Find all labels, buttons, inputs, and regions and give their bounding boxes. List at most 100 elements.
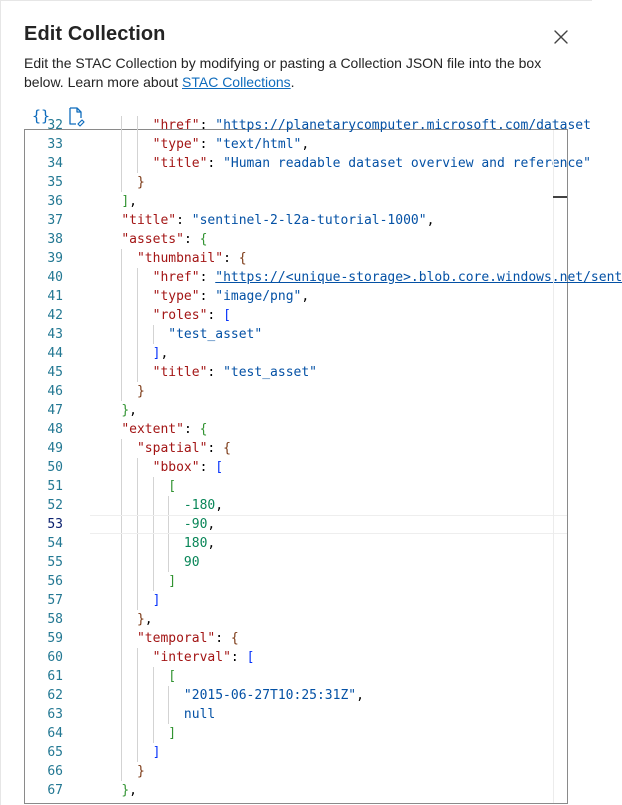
code-line[interactable]: 33 "type": "text/html", [25,135,567,154]
code-line[interactable]: 36 ], [25,192,567,211]
line-number: 60 [47,650,63,665]
code-line[interactable]: 51 [ [25,477,567,496]
code-line[interactable]: 49 "spatial": { [25,439,567,458]
indent-guide [121,287,123,306]
code-line[interactable]: 56 ] [25,572,567,591]
line-number: 58 [47,612,63,627]
json-key: "title" [121,213,177,228]
json-punctuation: : [215,631,231,646]
json-punctuation: : [199,289,216,304]
indent-guide [121,116,123,135]
code-line[interactable]: 62 "2015-06-27T10:25:31Z", [25,686,567,705]
code-line[interactable]: 52 -180, [25,496,567,515]
code-lines[interactable]: 32 "href": "https://planetarycomputer.mi… [25,116,622,800]
json-bracket: } [136,384,145,399]
code-text: "type": "text/html", [90,135,310,154]
stac-collections-link[interactable]: STAC Collections [182,74,291,90]
json-punctuation: , [129,194,137,209]
line-number: 55 [47,555,63,570]
line-number: 39 [47,251,63,266]
json-number: 180 [183,536,208,551]
description-suffix: . [290,74,295,90]
json-key: "href" [152,270,200,285]
code-line[interactable]: 55 90 [25,553,567,572]
code-line[interactable]: 57 ] [25,591,567,610]
code-text: ] [90,572,176,591]
code-line[interactable]: 65 ] [25,743,567,762]
json-bracket: ] [152,346,161,361]
json-string: "text/html" [215,137,302,152]
json-bracket: } [136,612,145,627]
code-line[interactable]: 43 "test_asset" [25,325,567,344]
json-bracket: { [199,232,208,247]
code-line[interactable]: 35 } [25,173,567,192]
code-line[interactable]: 37 "title": "sentinel-2-l2a-tutorial-100… [25,211,567,230]
code-line[interactable]: 58 }, [25,610,567,629]
indent-guide [152,534,154,553]
line-number: 44 [47,346,63,361]
indent-guide [152,553,154,572]
code-line[interactable]: 64 ] [25,724,567,743]
json-bracket: [ [215,460,224,475]
document-upload-icon [69,107,85,127]
code-line[interactable]: 44 ], [25,344,567,363]
code-line[interactable]: 45 "title": "test_asset" [25,363,567,382]
code-line[interactable]: 48 "extent": { [25,420,567,439]
json-bracket: ] [152,745,161,760]
indent-guide [121,344,123,363]
code-line[interactable]: 42 "roles": [ [25,306,567,325]
json-code-editor[interactable]: 32 "href": "https://planetarycomputer.mi… [24,116,622,804]
indent-guide [121,458,123,477]
indent-guide [152,572,154,591]
json-number: -90 [183,517,208,532]
code-line[interactable]: 34 "title": "Human readable dataset over… [25,154,591,173]
indent-guide [121,173,123,192]
indent-guide [121,496,123,515]
close-icon [554,30,568,44]
json-bracket: [ [223,308,231,323]
code-line[interactable]: 39 "thumbnail": { [25,249,567,268]
indent-guide [152,724,154,743]
indent-guide [136,154,138,173]
code-line[interactable]: 32 "href": "https://planetarycomputer.mi… [25,116,591,135]
code-line[interactable]: 50 "bbox": [ [25,458,567,477]
code-line[interactable]: 60 "interval": [ [25,648,567,667]
json-punctuation: : [183,232,200,247]
indent-guide [121,249,123,268]
upload-file-button[interactable] [65,105,87,127]
indent-guide [136,268,138,287]
line-number: 61 [47,669,63,684]
code-line[interactable]: 41 "type": "image/png", [25,287,567,306]
json-punctuation: : [199,118,216,133]
json-punctuation: , [301,289,310,304]
code-line[interactable]: 54 180, [25,534,567,553]
code-text: "2015-06-27T10:25:31Z", [90,686,364,705]
code-line[interactable]: 63 null [25,705,567,724]
code-text: [ [90,477,176,496]
indent-guide [136,724,138,743]
code-line[interactable]: 59 "temporal": { [25,629,567,648]
code-line[interactable]: 67 }, [25,781,567,800]
line-number: 43 [47,327,63,342]
code-line[interactable]: 40 "href": "https://<unique-storage>.blo… [25,268,622,287]
format-json-button[interactable]: {} [29,105,53,127]
editor-scrollbar[interactable] [553,130,567,803]
line-number: 46 [47,384,63,399]
json-punctuation: , [207,517,216,532]
code-line[interactable]: 46 } [25,382,567,401]
json-punctuation: : [176,213,192,228]
code-line[interactable]: 38 "assets": { [25,230,567,249]
line-number: 67 [47,783,63,798]
indent-guide [136,648,138,667]
code-text: "test_asset" [90,325,262,344]
indent-guide [168,534,170,553]
close-button[interactable] [551,27,571,47]
line-number: 36 [47,194,63,209]
code-line[interactable]: 47 }, [25,401,567,420]
code-line[interactable]: 66 } [25,762,567,781]
code-line[interactable]: 53 -90, [25,515,567,534]
code-text: "extent": { [90,420,207,439]
code-line[interactable]: 61 [ [25,667,567,686]
line-number: 51 [47,479,63,494]
line-number: 40 [47,270,63,285]
